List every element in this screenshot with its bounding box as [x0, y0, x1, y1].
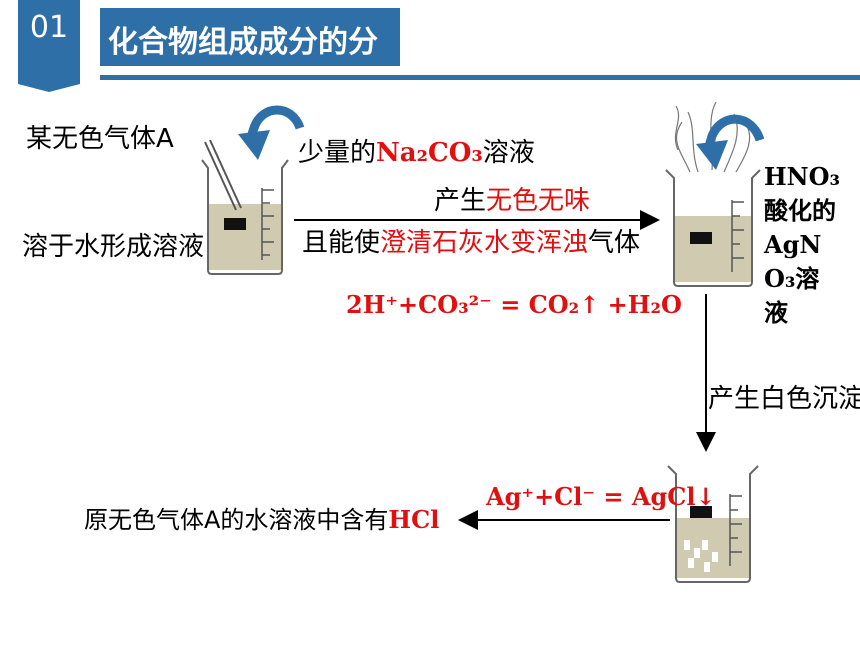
result-1-label: 产生无色无味: [434, 186, 591, 216]
section-number: 01: [29, 10, 69, 45]
beaker-1-liquid: [208, 204, 282, 270]
beaker-2-glass: [665, 169, 761, 287]
beaker-3-label: [690, 506, 712, 518]
page-title: 化合物组成成分的分析: [108, 25, 378, 110]
reagent-2-label: HNO₃酸化的AgNO₃溶液: [764, 162, 841, 327]
section-number-badge: 01: [18, 0, 80, 84]
curved-arrow-1-head: [238, 130, 270, 160]
result-2-label: 且能使澄清石灰水变浑浊气体: [302, 228, 641, 258]
gas-a-label: 某无色气体A: [26, 124, 174, 154]
beaker-2-label: [690, 232, 712, 244]
curved-arrow-2-head: [696, 140, 728, 170]
title-box: 化合物组成成分的分析: [100, 8, 400, 110]
badge-notch: [18, 84, 80, 92]
result-3-label: 产生白色沉淀: [708, 384, 860, 414]
beaker-2-liquid: [674, 216, 752, 282]
beaker-1: [201, 139, 289, 275]
conclusion-label: 原无色气体A的水溶液中含有HCl: [84, 505, 440, 534]
beaker-3: [667, 465, 759, 583]
reagent-1-label: 少量的Na₂CO₃溶液: [298, 138, 535, 168]
beaker-1-label: [224, 218, 246, 230]
gas-tube: [204, 141, 237, 211]
beaker-3-glass: [667, 465, 759, 583]
curved-arrow-1: [245, 105, 305, 142]
reaction-1: 2H⁺+CO₃²⁻ = CO₂↑ +H₂O: [346, 290, 682, 319]
curved-arrow-2: [703, 114, 765, 152]
dissolve-label: 溶于水形成溶液: [22, 232, 205, 262]
header-rule: [100, 75, 860, 80]
beaker-2: [665, 169, 761, 287]
reaction-2: Ag⁺+Cl⁻ = AgCl↓: [486, 482, 716, 511]
beaker-1-glass: [201, 159, 289, 275]
